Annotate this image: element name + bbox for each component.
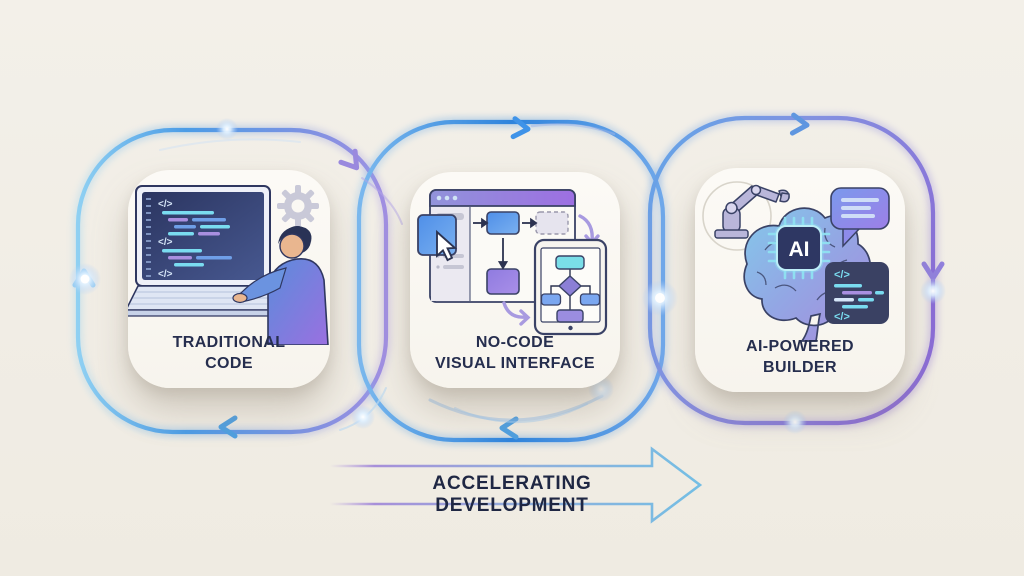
- stage-label-line: NO-CODE: [475, 333, 555, 351]
- developer-person: [232, 226, 329, 345]
- stage-label-line: TRADITIONAL: [172, 333, 286, 351]
- tablet-icon: [533, 238, 608, 336]
- stage-card-no-code: NO-CODE VISUAL INTERFACE: [410, 172, 620, 388]
- arrowhead-icon: [510, 116, 531, 140]
- cursor-icon: [436, 229, 458, 262]
- ai-builder-illustration: AI </> </>: [702, 181, 890, 342]
- gear-icon: [277, 185, 319, 227]
- stage-label-line: AI-POWERED: [746, 337, 854, 355]
- code-tag-text: </>: [158, 237, 173, 248]
- stage-label-ai-builder: AI-POWERED BUILDER: [695, 336, 905, 378]
- stage-label-no-code: NO-CODE VISUAL INTERFACE: [410, 332, 620, 374]
- glow-sparks: [69, 118, 946, 434]
- sketch-circle: [702, 181, 772, 251]
- stage-label-line: BUILDER: [763, 358, 837, 376]
- code-tag-text: </>: [834, 269, 850, 281]
- code-panel-icon: </> </>: [825, 262, 889, 324]
- flowchart-icon: [540, 255, 601, 323]
- robot-arm-icon: [714, 184, 790, 239]
- stage-label-traditional-code: TRADITIONAL CODE: [128, 332, 330, 374]
- arrowhead-icon: [338, 148, 360, 171]
- laptop-illustration: </> </> </>: [128, 185, 329, 345]
- accelerating-label: ACCELERATING DEVELOPMENT: [432, 473, 592, 516]
- stage-label-line: VISUAL INTERFACE: [435, 354, 595, 372]
- arrowhead-icon: [218, 415, 238, 439]
- no-code-illustration: [417, 189, 608, 336]
- stage-card-ai-builder: AI </> </>: [695, 168, 905, 392]
- code-tag-text: </>: [158, 269, 173, 280]
- ai-chip-label: AI: [789, 238, 810, 261]
- stage-card-traditional-code: </> </> </>: [128, 170, 330, 388]
- code-tag-text: </>: [834, 311, 850, 323]
- chat-bubble-icon: [830, 187, 890, 248]
- laptop-icon: </> </> </>: [128, 185, 285, 317]
- arrowhead-icon: [789, 112, 810, 136]
- stage-label-line: CODE: [205, 354, 253, 372]
- code-tag-text: </>: [158, 199, 173, 210]
- ai-chip-icon: AI: [767, 216, 831, 280]
